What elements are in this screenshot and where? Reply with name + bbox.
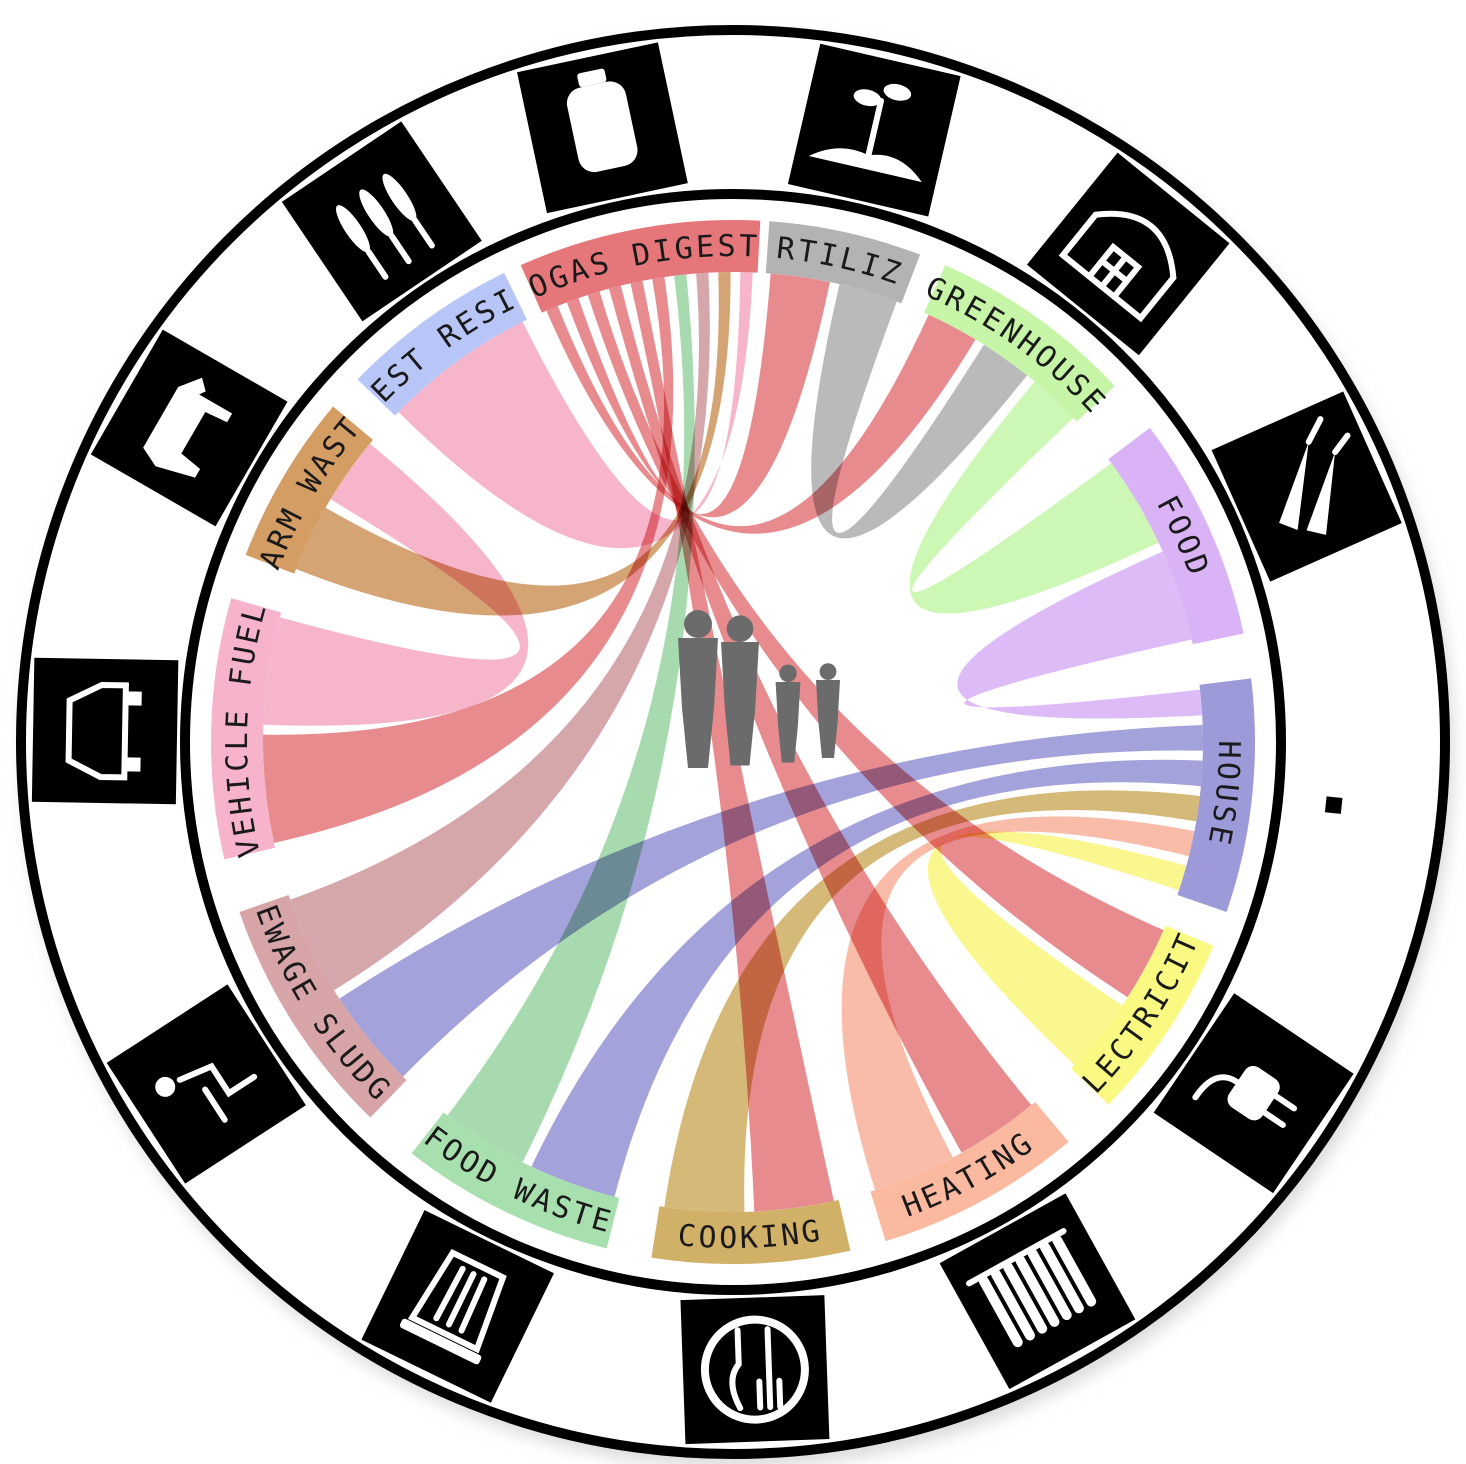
- propane-tank-icon: [517, 42, 688, 213]
- fork-knife-plate-icon: [680, 1295, 829, 1444]
- car-icon: [32, 658, 178, 804]
